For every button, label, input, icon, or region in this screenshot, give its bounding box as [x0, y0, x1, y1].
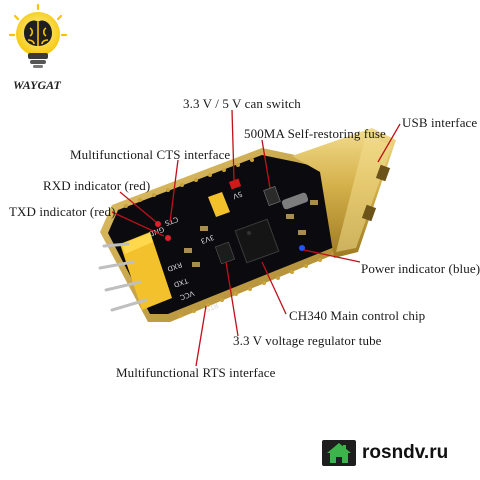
- label-switch: 3.3 V / 5 V can switch: [183, 96, 301, 111]
- pointer-regulator: [225, 261, 239, 337]
- label-txd: TXD indicator (red): [9, 204, 116, 219]
- pointer-usb: [377, 123, 401, 163]
- lightbulb-brain-icon: [8, 3, 68, 68]
- watermark-text: rosndv.ru: [362, 442, 449, 463]
- pointer-txd: [111, 211, 165, 237]
- watermark: rosndv.ru: [322, 440, 448, 466]
- pointer-cts: [169, 159, 179, 223]
- silk-5v: 5V: [232, 190, 244, 201]
- label-cts: Multifunctional CTS interface: [70, 147, 231, 162]
- label-fuse: 500MA Self-restoring fuse: [244, 126, 386, 141]
- pointer-rxd: [119, 191, 157, 223]
- pointer-switch: [231, 109, 235, 181]
- house-icon: [322, 440, 356, 466]
- pointer-rts: [195, 305, 207, 367]
- label-chip: CH340 Main control chip: [289, 308, 426, 323]
- callout-pointers: [111, 109, 401, 367]
- label-usb: USB interface: [402, 115, 478, 130]
- pointer-power: [303, 249, 361, 263]
- label-regulator: 3.3 V voltage regulator tube: [233, 333, 382, 348]
- label-rxd: RXD indicator (red): [43, 178, 151, 193]
- ch340-usb-ttl-module: [98, 128, 396, 322]
- pointer-fuse: [261, 139, 271, 189]
- label-power: Power indicator (blue): [361, 261, 480, 276]
- label-rts: Multifunctional RTS interface: [116, 365, 276, 380]
- brand-name: WAYGAT: [13, 78, 61, 92]
- pointer-chip: [261, 261, 287, 315]
